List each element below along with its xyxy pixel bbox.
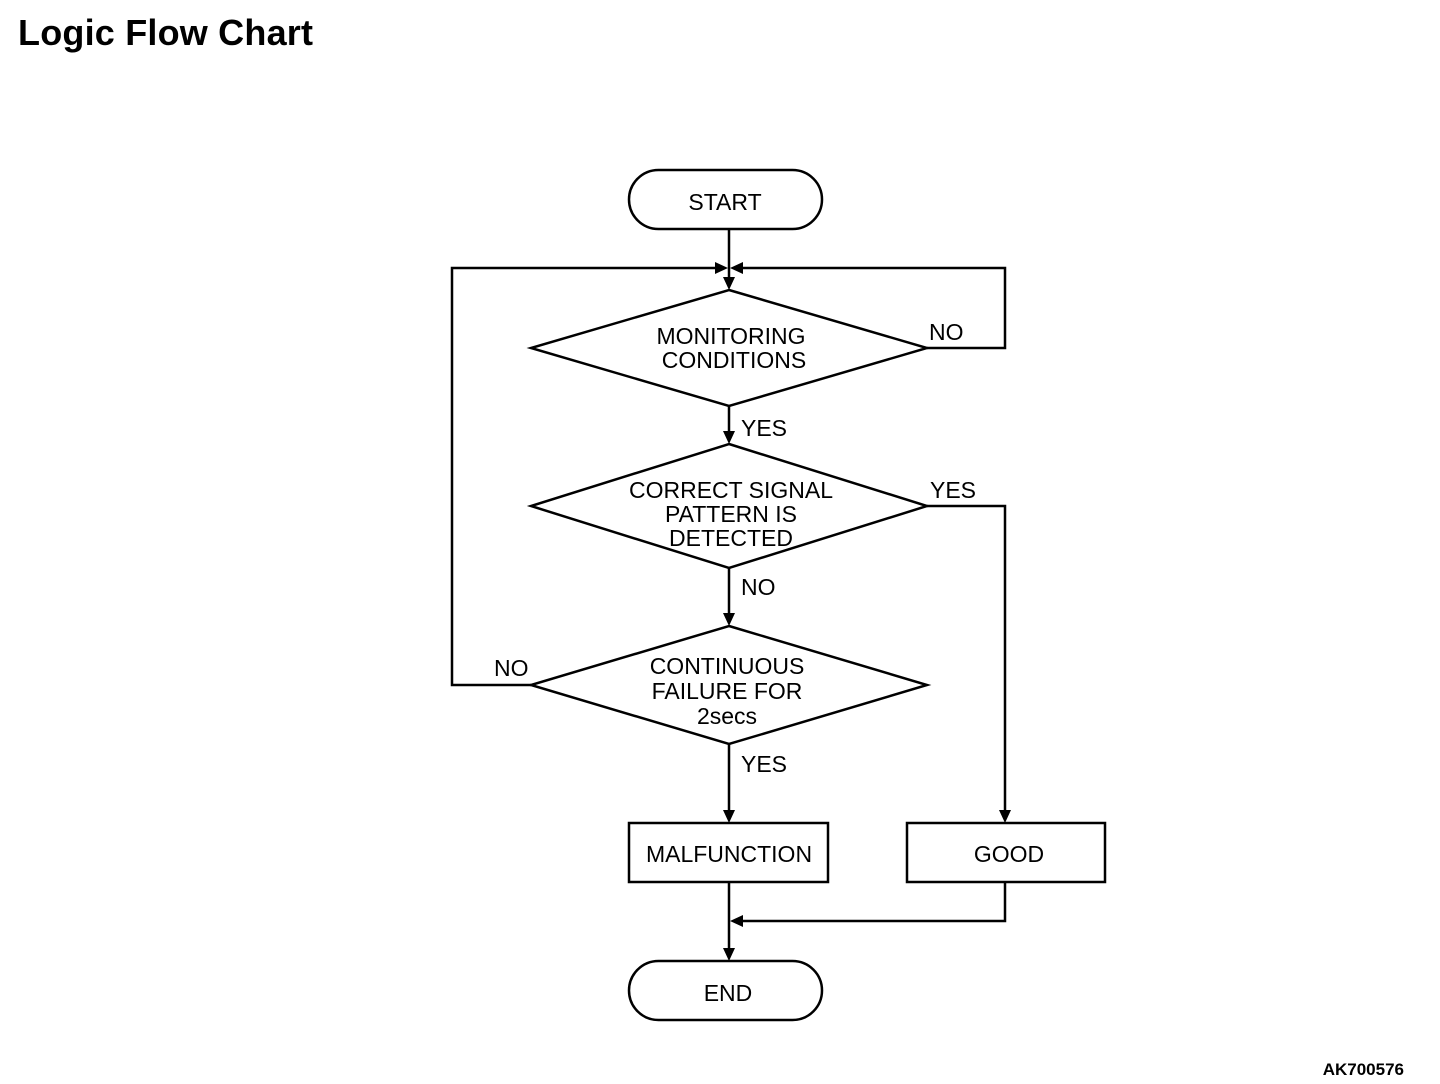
page-title: Logic Flow Chart	[18, 12, 314, 53]
good-node: GOOD	[905, 821, 1107, 884]
arrow-into-failure	[723, 613, 735, 626]
start-node: START	[627, 168, 824, 231]
monitoring-yes-label: YES	[741, 415, 787, 441]
end-label: END	[704, 980, 753, 1006]
failure-label-line-3: 2secs	[697, 703, 757, 729]
signal-label-line-1: CORRECT SIGNAL	[629, 477, 833, 503]
continuous-failure-decision: CONTINUOUS FAILURE FOR 2secs	[526, 624, 932, 746]
failure-label-line-2: FAILURE FOR	[652, 678, 803, 704]
signal-label-line-2: PATTERN IS	[665, 501, 797, 527]
monitoring-label-line-2: CONDITIONS	[662, 347, 806, 373]
arrow-into-end	[723, 948, 735, 961]
malfunction-label: MALFUNCTION	[646, 841, 812, 867]
arrow-into-signal	[723, 431, 735, 444]
signal-pattern-decision: CORRECT SIGNAL PATTERN IS DETECTED	[526, 442, 932, 570]
arrow-good-merge	[730, 915, 743, 927]
arrow-into-monitoring	[723, 277, 735, 290]
document-code: AK700576	[1322, 1060, 1404, 1079]
monitoring-label-line-1: MONITORING	[656, 323, 805, 349]
arrow-into-malfunction	[723, 810, 735, 823]
end-node: END	[627, 959, 824, 1022]
monitoring-conditions-decision: MONITORING CONDITIONS	[526, 288, 932, 408]
arrow-monitoring-no-return	[730, 262, 743, 274]
failure-yes-label: YES	[741, 751, 787, 777]
edge-signal-yes-to-good	[927, 504, 1007, 812]
failure-label-line-1: CONTINUOUS	[650, 653, 805, 679]
signal-label-line-3: DETECTED	[669, 525, 793, 551]
edge-failure-no-loop	[450, 266, 716, 687]
start-label: START	[688, 189, 761, 215]
malfunction-node: MALFUNCTION	[627, 821, 830, 884]
arrow-failure-no-return	[715, 262, 728, 274]
signal-no-label: NO	[741, 574, 776, 600]
arrow-into-good	[999, 810, 1011, 823]
edge-monitoring-no-loop	[742, 266, 1007, 350]
signal-yes-label: YES	[930, 477, 976, 503]
good-label: GOOD	[974, 841, 1044, 867]
edge-good-to-end	[742, 882, 1007, 923]
failure-no-label: NO	[494, 655, 529, 681]
monitoring-no-label: NO	[929, 319, 964, 345]
